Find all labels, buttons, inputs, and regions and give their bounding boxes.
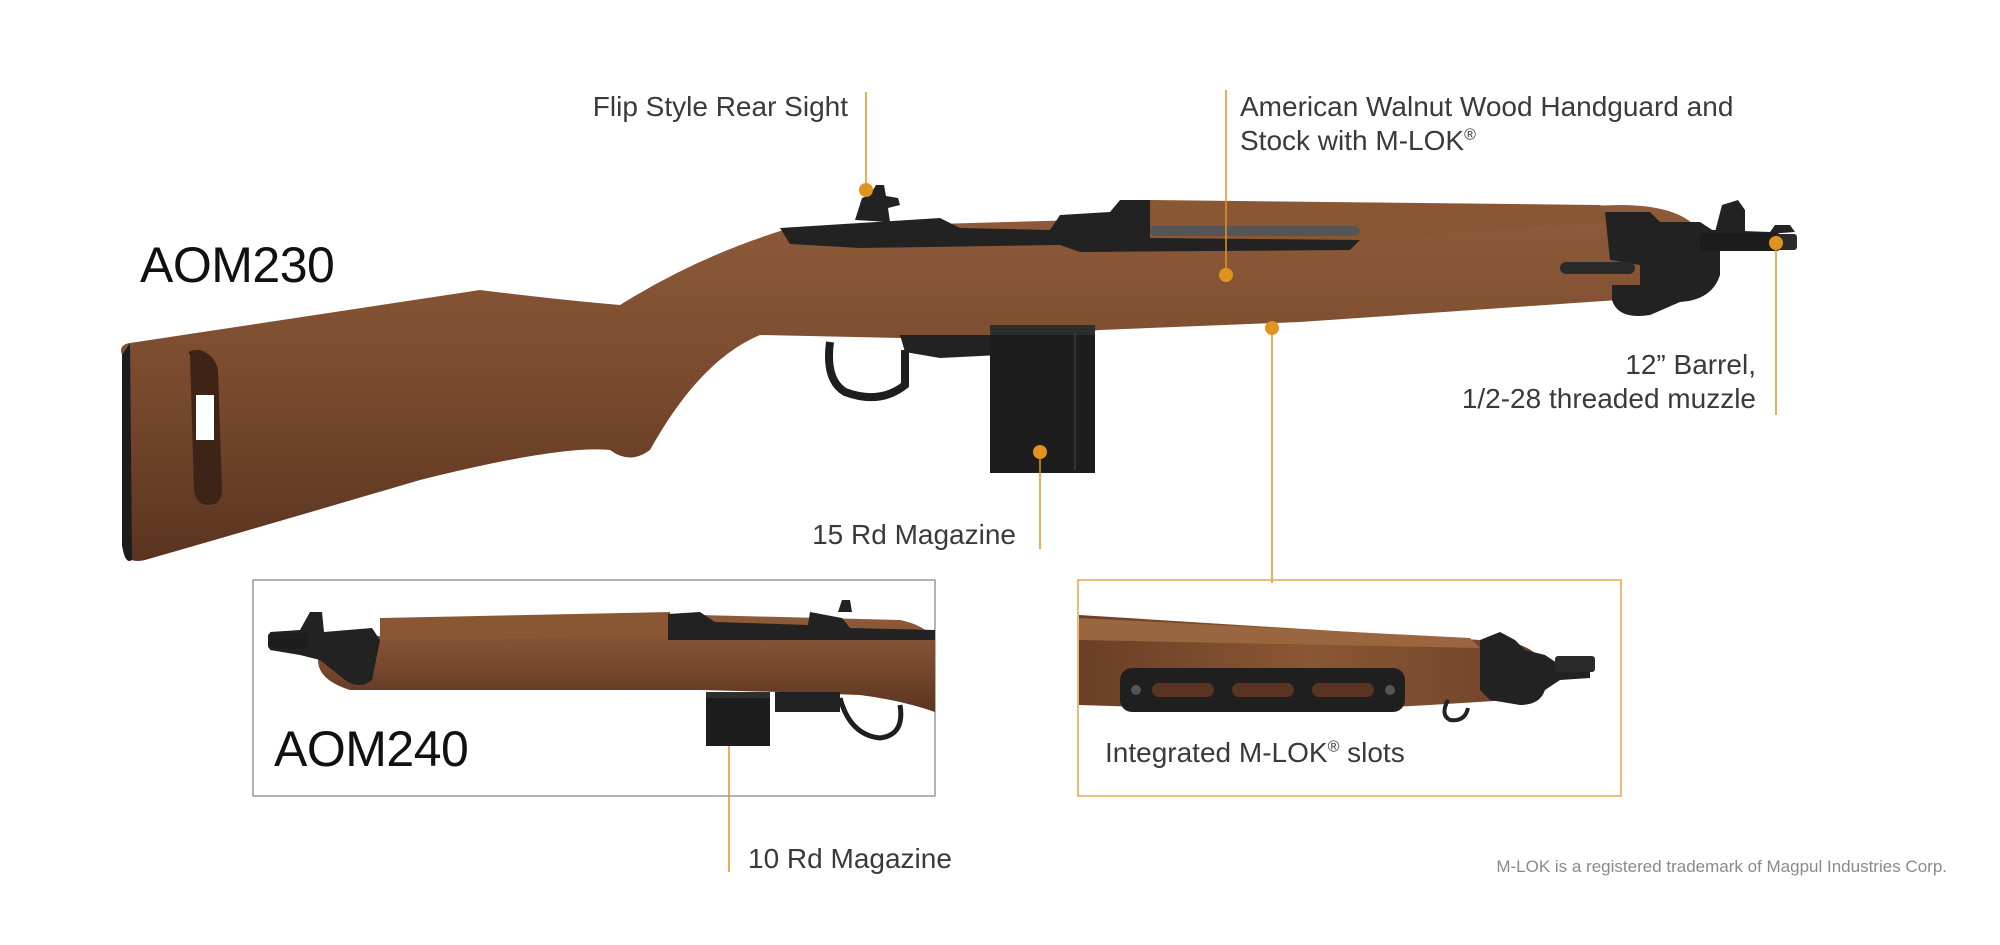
mlok-slots-callout: Integrated M-LOK® slots (1105, 737, 1405, 768)
trademark-footnote: M-LOK is a registered trademark of Magpu… (1496, 857, 1947, 876)
callout-dot-icon (1033, 445, 1047, 459)
magazine-10-callout: 10 Rd Magazine (748, 843, 952, 874)
main-rifle-barrel-tube (1700, 233, 1780, 251)
handguard-callout-line1: American Walnut Wood Handguard and (1240, 91, 1734, 122)
callout-dot-icon (1265, 321, 1279, 335)
callout-dot-icon (1769, 236, 1783, 250)
handguard-callout: American Walnut Wood Handguard and Stock… (1240, 90, 1733, 158)
model-aom240-label: AOM240 (274, 721, 469, 777)
inset-aom240-rifle (268, 600, 935, 746)
barrel-callout-line2: 1/2-28 threaded muzzle (1461, 383, 1756, 414)
callout-dot-icon (1219, 268, 1233, 282)
main-rifle-rear-sight (855, 185, 900, 222)
registered-mark: ® (1464, 126, 1476, 144)
main-rifle-barrel (1660, 225, 1795, 250)
model-aom230-label: AOM230 (140, 237, 335, 293)
main-rifle-stock (121, 205, 1708, 561)
main-rifle-trigger-housing (900, 335, 1000, 358)
inset-mlok-frame (1077, 579, 1622, 797)
main-rifle-front-sight (1715, 200, 1745, 232)
main-rifle-sling-slot (1560, 262, 1635, 274)
main-rifle-trigger-guard (825, 341, 909, 402)
rear-sight-callout: Flip Style Rear Sight (592, 91, 848, 122)
main-rifle-butt-plate (122, 343, 132, 561)
inset-mlok-handguard (1079, 615, 1595, 723)
registered-mark: ® (1327, 738, 1340, 756)
magazine-15-callout: 15 Rd Magazine (812, 519, 1016, 550)
main-rifle-receiver (780, 200, 1360, 252)
main-rifle (121, 185, 1797, 561)
handguard-callout-line2: Stock with M-LOK® (1240, 125, 1476, 156)
main-rifle-op-slot (1150, 226, 1360, 236)
callout-dot-icon (859, 183, 873, 197)
barrel-callout: 12” Barrel, 1/2-28 threaded muzzle (1462, 348, 1756, 416)
leader-lines (728, 90, 1777, 872)
barrel-callout-line1: 12” Barrel, (1625, 349, 1756, 380)
